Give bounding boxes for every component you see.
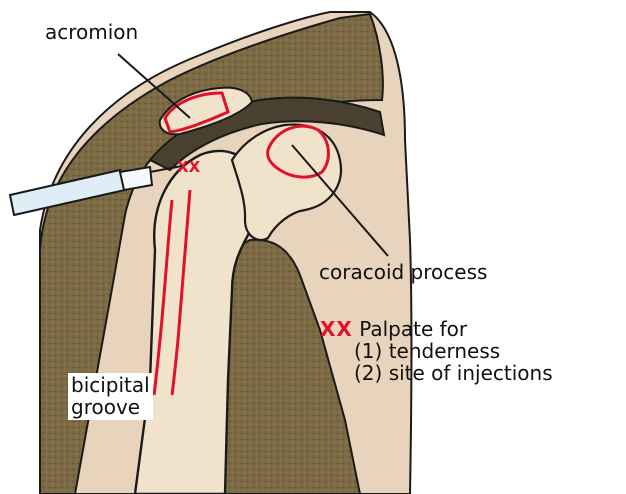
legend-xx-marker: XX: [320, 317, 353, 341]
coracoid-process-label: coracoid process: [319, 261, 487, 283]
bicipital-label-line1: bicipital: [71, 374, 150, 396]
palpate-legend: XX Palpate for (1) tenderness (2) site o…: [320, 318, 553, 384]
legend-item-tenderness: (1) tenderness: [320, 340, 553, 362]
bicipital-label-line2: groove: [71, 396, 150, 418]
bicipital-groove-label: bicipital groove: [68, 373, 153, 420]
acromion-label: acromion: [45, 21, 138, 43]
legend-title-row: XX Palpate for: [320, 318, 553, 340]
legend-item-injections: (2) site of injections: [320, 362, 553, 384]
legend-title: Palpate for: [359, 317, 467, 341]
